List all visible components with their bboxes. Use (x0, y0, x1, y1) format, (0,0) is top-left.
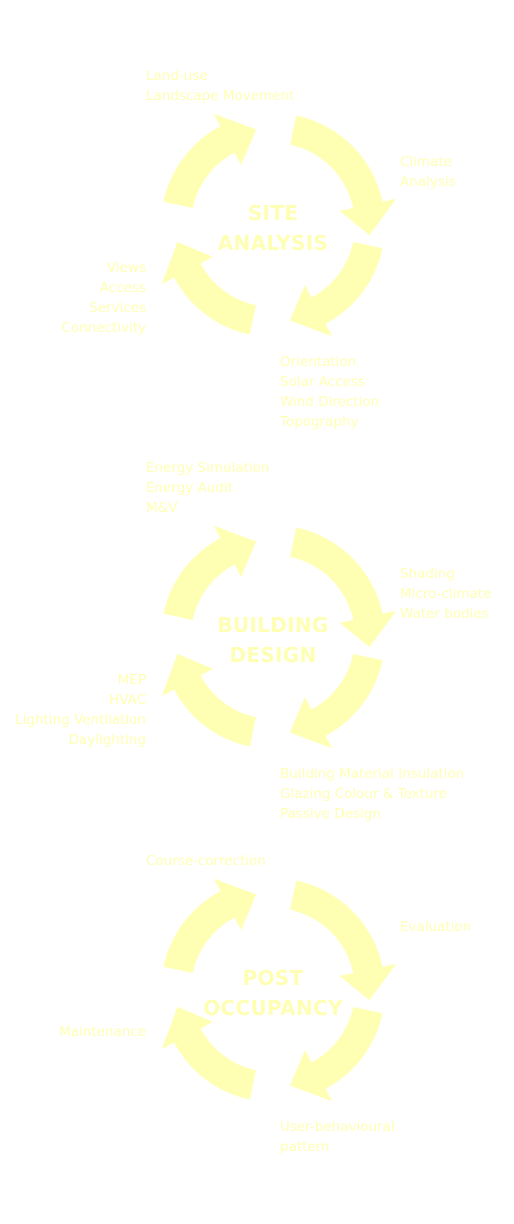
label-line: User-behavioural (280, 1119, 395, 1135)
arrow-group (161, 113, 397, 337)
cycle-center-title: POST OCCUPANCY (163, 963, 383, 1023)
center-line-2: ANALYSIS (217, 231, 329, 255)
label-top: Course-correction (146, 851, 266, 871)
center-line-1: SITE (247, 201, 299, 225)
arrow-bottom-left (161, 241, 256, 335)
arrow-bottom-right (289, 242, 383, 337)
label-line: Evaluation (400, 919, 472, 935)
label-line: HVAC (109, 692, 146, 708)
arrow-bottom-right (289, 1007, 383, 1102)
label-line: pattern (280, 1139, 330, 1155)
label-line: Passive Design (280, 806, 381, 822)
label-line: Topography (280, 414, 359, 430)
label-line: Land-use (146, 68, 208, 84)
center-line-1: BUILDING (217, 613, 329, 637)
label-left: Maintenance (59, 1022, 146, 1042)
arrow-top-right (290, 527, 397, 648)
center-line-2: OCCUPANCY (203, 996, 343, 1020)
label-line: Shading (400, 566, 455, 582)
label-line: Connectivity (61, 320, 146, 336)
label-top: Land-use Landscape Movement (146, 66, 294, 106)
label-line: Glazing Colour & Texture (280, 786, 448, 802)
label-line: Building Material Insulation (280, 766, 465, 782)
label-left: MEP HVAC Lighting Ventilation Daylightin… (15, 670, 146, 750)
cycle-arrows (161, 878, 397, 1102)
label-line: Lighting Ventilation (15, 712, 146, 728)
arrow-bottom-left (161, 1006, 256, 1100)
label-line: Daylighting (68, 732, 146, 748)
label-line: Maintenance (59, 1024, 146, 1040)
arrow-top-right (290, 880, 397, 1001)
arrow-bottom-left (161, 653, 256, 747)
arrow-top-left (163, 878, 257, 973)
label-line: Analysis (400, 174, 456, 190)
label-line: Services (89, 300, 146, 316)
arrow-top-left (163, 113, 257, 208)
cycle-post-occupancy: POST OCCUPANCY (0, 878, 514, 1110)
label-line: Course-correction (146, 853, 266, 869)
cycle-center-title: BUILDING DESIGN (163, 610, 383, 670)
label-line: Landscape Movement (146, 88, 295, 104)
label-line: Views (106, 260, 146, 276)
label-bottom: User-behavioural pattern (280, 1117, 395, 1157)
label-line: Orientation (280, 354, 357, 370)
label-line: Water bodies (400, 606, 489, 622)
center-line-2: DESIGN (229, 643, 317, 667)
label-line: Energy Audit (146, 480, 233, 496)
center-line-1: POST (242, 966, 304, 990)
label-line: M&V (146, 500, 178, 516)
label-line: Climate (400, 154, 452, 170)
label-line: Solar Access (280, 374, 365, 390)
label-right: Evaluation (400, 917, 471, 937)
arrow-top-left (163, 525, 257, 620)
arrow-bottom-right (289, 654, 383, 749)
cycle-arrows (161, 525, 397, 749)
cycle-center-title: SITE ANALYSIS (163, 198, 383, 258)
label-right: Climate Analysis (400, 152, 456, 192)
label-left: Views Access Services Connectivity (61, 258, 146, 338)
arrow-group (161, 525, 397, 749)
label-bottom: Orientation Solar Access Wind Direction … (280, 352, 379, 432)
label-line: Micro-climate (400, 586, 492, 602)
label-line: MEP (117, 672, 146, 688)
cycle-arrows (161, 113, 397, 337)
label-line: Wind Direction (280, 394, 380, 410)
label-right: Shading Micro-climate Water bodies (400, 564, 491, 624)
arrow-top-right (290, 115, 397, 236)
label-top: Energy Simulation Energy Audit M&V (146, 458, 269, 518)
cycle-building-design: BUILDING DESIGN (0, 525, 514, 757)
label-line: Energy Simulation (146, 460, 270, 476)
label-bottom: Building Material Insulation Glazing Col… (280, 764, 464, 824)
arrow-group (161, 878, 397, 1102)
cycle-site-analysis: SITE ANALYSIS (0, 113, 514, 345)
label-line: Access (99, 280, 146, 296)
